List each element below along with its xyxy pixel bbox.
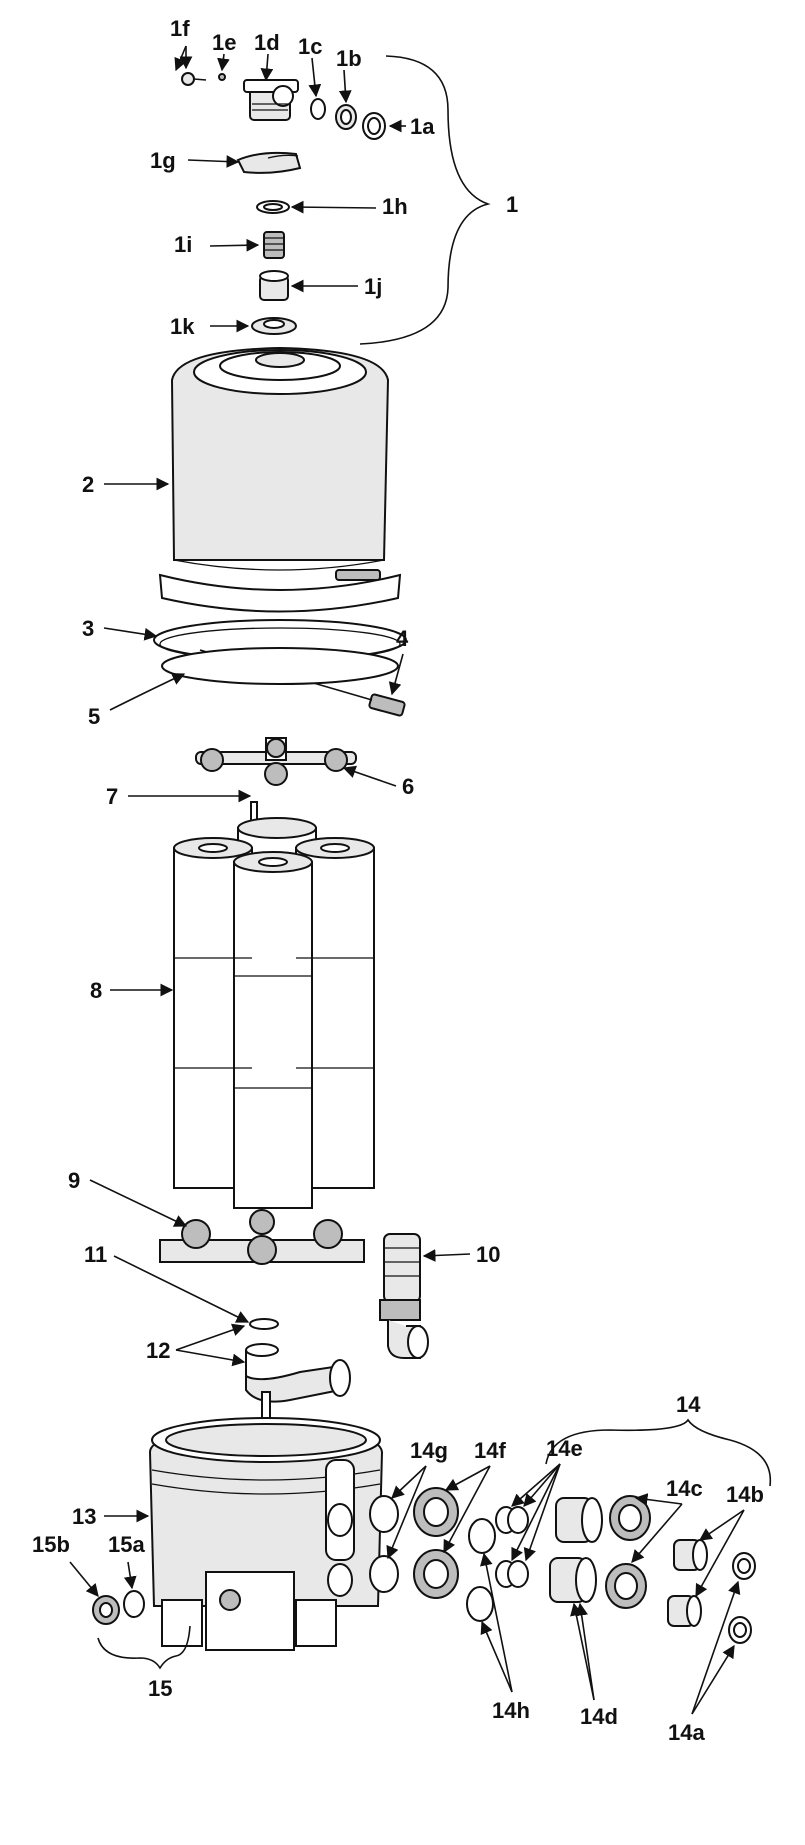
label-1h: 1h [382,194,408,219]
label-1b: 1b [336,46,362,71]
part-14h-orings [466,1518,496,1622]
part-14e-orings [495,1506,529,1588]
label-14d: 14d [580,1704,618,1729]
part-1j-body [259,270,289,301]
part-1c-oring [310,98,326,120]
label-14f: 14f [474,1438,506,1463]
label-14: 14 [676,1392,701,1417]
part-14c-union-nuts [605,1495,651,1609]
label-1k: 1k [170,314,195,339]
part-1d-pressure-valve [243,79,299,121]
label-2: 2 [82,472,94,497]
part-5-tank-oring [161,647,399,685]
part-14a-rings [728,1552,756,1644]
label-15a: 15a [108,1532,145,1557]
part-1i-spring [263,231,285,259]
label-14g: 14g [410,1438,448,1463]
label-14b: 14b [726,1482,764,1507]
label-1j: 1j [364,274,382,299]
part-14b-adapters [667,1539,708,1627]
label-14h: 14h [492,1698,530,1723]
label-1: 1 [506,192,518,217]
label-7: 7 [106,784,118,809]
label-4: 4 [396,626,409,651]
part-8-filter-cartridges [173,817,375,1209]
part-15b-drain-plug [92,1595,120,1625]
leader-lines [69,45,745,1715]
brace-1 [359,55,491,345]
part-1k-nut [251,317,297,335]
callout-labels: 1f 1e 1d 1c 1b 1a 1 1g 1h 1i 1j 1k 2 3 4… [32,16,764,1745]
part-9-bottom-manifold [159,1209,365,1265]
label-9: 9 [68,1168,80,1193]
label-14e: 14e [546,1436,583,1461]
part-1a-oring [362,112,386,140]
brace-15 [97,1625,191,1670]
label-15b: 15b [32,1532,70,1557]
label-1e: 1e [212,30,236,55]
part-11-oring [249,1318,279,1330]
label-1c: 1c [298,34,322,59]
label-15: 15 [148,1676,172,1701]
part-14d-tailpieces [549,1497,603,1603]
part-1e-oring [218,73,226,81]
part-4-clamp-knob [368,693,406,717]
label-1d: 1d [254,30,280,55]
part-2-tank-lid [158,346,402,613]
label-5: 5 [88,704,100,729]
label-8: 8 [90,978,102,1003]
label-1g: 1g [150,148,176,173]
label-1f: 1f [170,16,190,41]
part-1h-oring [256,200,290,214]
part-10-elbow [379,1233,429,1359]
part-13-tank-body [148,1417,384,1651]
part-14g-orings [369,1495,399,1593]
part-1f-screw [181,72,207,86]
label-14a: 14a [668,1720,705,1745]
part-15a-oring [123,1590,145,1618]
label-10: 10 [476,1242,500,1267]
label-13: 13 [72,1504,96,1529]
part-14f-union-nuts [413,1487,459,1599]
label-6: 6 [402,774,414,799]
part-12-internal-elbow [245,1343,351,1429]
label-12: 12 [146,1338,170,1363]
label-11: 11 [84,1242,107,1267]
label-1a: 1a [410,114,435,139]
label-1i: 1i [174,232,192,257]
part-1b-gauge-adapter [335,104,357,130]
part-1g-handle [236,151,302,174]
label-3: 3 [82,616,94,641]
part-6-top-manifold [195,737,357,786]
label-14c: 14c [666,1476,703,1501]
brace-14 [545,1418,772,1487]
